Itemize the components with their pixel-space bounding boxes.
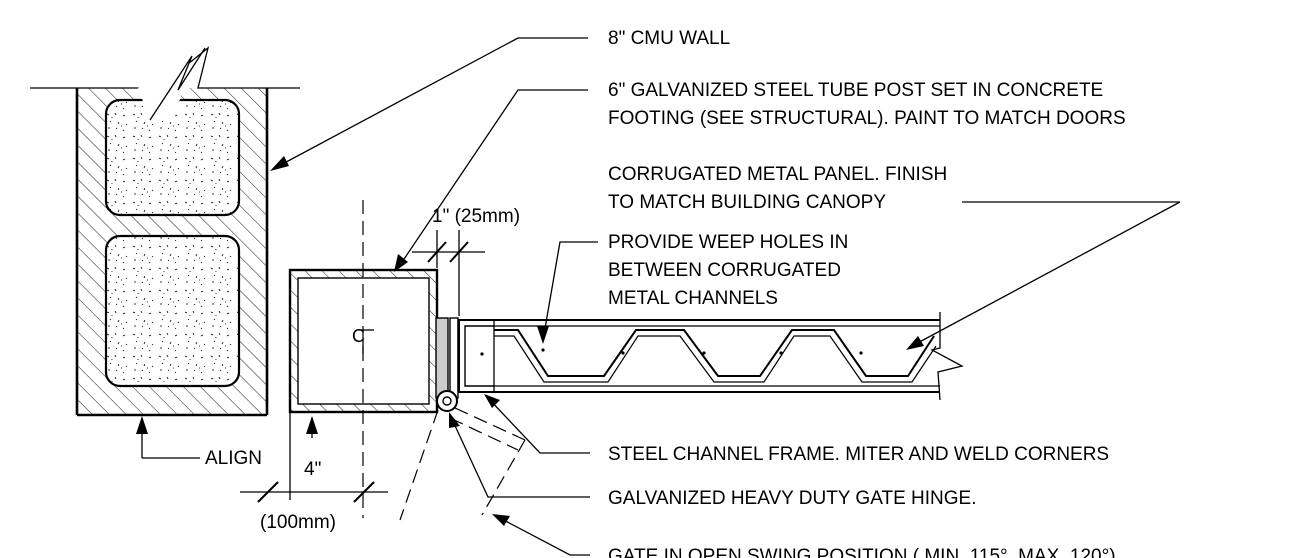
weep-hole-dots <box>480 348 863 356</box>
annotation-labels: 8" CMU WALL 6" GALVANIZED STEEL TUBE POS… <box>608 28 1126 558</box>
corrugated-gate-panel <box>457 312 964 401</box>
weep-label-line1: PROVIDE WEEP HOLES IN <box>608 232 848 253</box>
dimension-1in: 1" (25mm) <box>412 206 520 316</box>
weep-label-line2: BETWEEN CORRUGATED <box>608 260 841 281</box>
gate-swing-path <box>399 407 526 521</box>
post-label-line1: 6" GALVANIZED STEEL TUBE POST SET IN CON… <box>608 80 1103 101</box>
gate-hinge <box>435 317 459 412</box>
leader-lines <box>270 37 1181 556</box>
hinge-label: GALVANIZED HEAVY DUTY GATE HINGE. <box>608 488 976 509</box>
align-callout: ALIGN <box>136 416 318 469</box>
cmu-wall-label: 8" CMU WALL <box>608 28 730 49</box>
align-label: ALIGN <box>205 448 262 469</box>
panel-label-line1: CORRUGATED METAL PANEL. FINISH <box>608 164 947 185</box>
frame-label: STEEL CHANNEL FRAME. MITER AND WELD CORN… <box>608 444 1109 465</box>
dim-1in-label: 1" (25mm) <box>432 206 520 227</box>
cmu-wall <box>30 46 300 417</box>
post-label-line2: FOOTING (SEE STRUCTURAL). PAINT TO MATCH… <box>608 108 1126 129</box>
weep-label-line3: METAL CHANNELS <box>608 288 778 309</box>
dim-100mm-label: (100mm) <box>260 512 336 533</box>
dim-4in-label: 4" <box>304 459 321 480</box>
dimension-4in: 4" (100mm) <box>240 412 388 533</box>
svg-text:C: C <box>352 326 365 346</box>
swing-label: GATE IN OPEN SWING POSITION ( MIN. 115°,… <box>608 546 1116 558</box>
panel-label-line2: TO MATCH BUILDING CANOPY <box>608 192 886 213</box>
